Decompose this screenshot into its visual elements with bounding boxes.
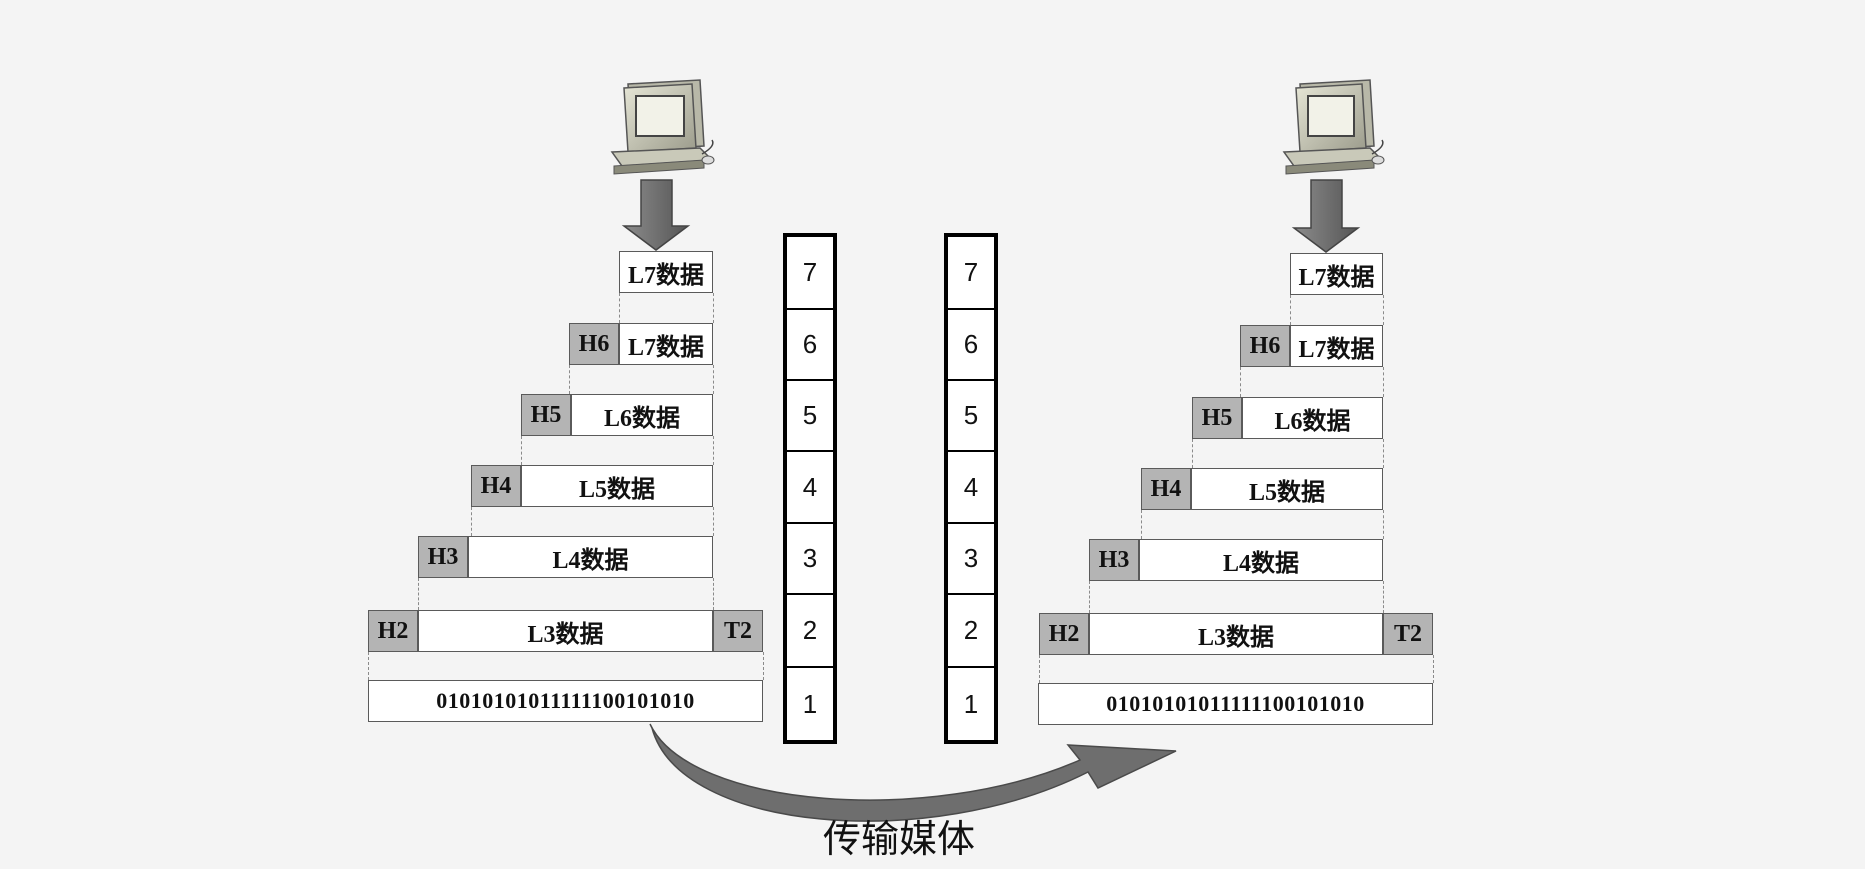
sender-computer-icon [610, 79, 715, 175]
data-unit-body: L5数据 [521, 465, 713, 507]
dashed-connector [418, 578, 419, 610]
trailer-t2: T2 [1383, 613, 1433, 655]
layer-cell: 1 [787, 666, 833, 740]
dashed-connector [1240, 367, 1241, 397]
transmission-medium-label: 传输媒体 [823, 817, 976, 861]
data-unit-body: L6数据 [1242, 397, 1383, 439]
dashed-connector [1192, 439, 1193, 468]
dashed-connector [521, 436, 522, 465]
header-h4: H4 [471, 465, 521, 507]
bitstream-box: 01010101011111100101010 [368, 680, 763, 722]
dashed-connector [713, 507, 714, 536]
header-h6: H6 [1240, 325, 1290, 367]
layer-cell: 6 [948, 308, 994, 379]
dashed-connector [1039, 655, 1040, 683]
dashed-connector [569, 365, 570, 394]
data-unit-body: L3数据 [1089, 613, 1383, 655]
data-unit-body: L7数据 [619, 251, 713, 293]
dashed-connector [713, 436, 714, 465]
down-arrow-icon-right [1291, 179, 1361, 253]
layer-cell: 4 [787, 450, 833, 522]
dashed-connector [1383, 367, 1384, 397]
dashed-connector [1141, 510, 1142, 539]
dashed-connector [1290, 295, 1291, 325]
layer-cell: 5 [948, 379, 994, 450]
dashed-connector [713, 293, 714, 323]
layer-cell: 4 [948, 450, 994, 522]
dashed-connector [1089, 581, 1090, 613]
bitstream-box: 01010101011111100101010 [1038, 683, 1433, 725]
data-unit-body: L7数据 [1290, 253, 1383, 295]
transfer-curved-arrow-icon [649, 723, 1177, 822]
dashed-connector [619, 293, 620, 323]
layer-cell: 3 [948, 522, 994, 593]
layer-cell: 7 [802, 257, 818, 287]
layer-cell: 7 [963, 257, 979, 287]
dashed-connector [368, 652, 369, 680]
dashed-connector [1383, 581, 1384, 613]
header-h6: H6 [569, 323, 619, 365]
left-osi-layer-stack: 7 6 5 4 3 2 1 [783, 233, 837, 744]
data-unit-body: L3数据 [418, 610, 713, 652]
header-h5: H5 [521, 394, 571, 436]
dashed-connector [1433, 655, 1434, 683]
layer-cell: 1 [948, 666, 994, 740]
header-h4: H4 [1141, 468, 1191, 510]
layer-cell: 6 [787, 308, 833, 379]
header-h3: H3 [418, 536, 468, 578]
dashed-connector [1383, 439, 1384, 468]
header-h3: H3 [1089, 539, 1139, 581]
data-unit-body: L6数据 [571, 394, 713, 436]
dashed-connector [713, 365, 714, 394]
receiver-computer-icon [1282, 79, 1385, 175]
dashed-connector [713, 578, 714, 610]
header-h2: H2 [368, 610, 418, 652]
layer-cell: 5 [787, 379, 833, 450]
layer-cell: 2 [948, 593, 994, 666]
data-unit-body: L5数据 [1191, 468, 1383, 510]
header-h2: H2 [1039, 613, 1089, 655]
data-unit-body: L7数据 [1290, 325, 1383, 367]
trailer-t2: T2 [713, 610, 763, 652]
header-h5: H5 [1192, 397, 1242, 439]
right-osi-layer-stack: 7 6 5 4 3 2 1 [944, 233, 998, 744]
layer-cell: 2 [787, 593, 833, 666]
data-unit-body: L7数据 [619, 323, 713, 365]
dashed-connector [1383, 510, 1384, 539]
down-arrow-icon-left [621, 179, 691, 251]
dashed-connector [763, 652, 764, 680]
dashed-connector [1383, 295, 1384, 325]
dashed-connector [471, 507, 472, 536]
data-unit-body: L4数据 [1139, 539, 1383, 581]
data-unit-body: L4数据 [468, 536, 713, 578]
layer-cell: 3 [787, 522, 833, 593]
